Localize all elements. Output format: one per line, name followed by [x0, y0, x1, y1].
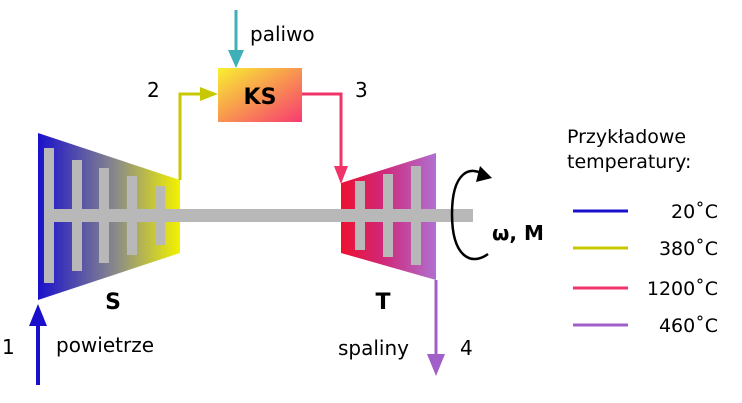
- air-inlet-arrow: [29, 304, 47, 385]
- rotation-arrow-icon: [450, 166, 492, 261]
- turbine-label: T: [375, 290, 390, 315]
- point-2-label: 2: [147, 78, 160, 102]
- legend-title-line1: Przykładowe: [567, 126, 686, 148]
- air-label: powietrze: [56, 333, 154, 357]
- shaft-output-label: ω, M: [492, 221, 544, 245]
- exhaust-arrow: [427, 280, 445, 376]
- turbine-blades: [355, 166, 421, 265]
- legend-label-1200: 1200˚C: [647, 278, 718, 300]
- compressor-blades: [44, 148, 165, 283]
- legend-title-line2: temperatury:: [567, 151, 691, 173]
- fuel-arrow: [228, 10, 244, 68]
- compressor-to-ks-line: [178, 87, 218, 180]
- point-3-label: 3: [355, 78, 368, 102]
- exhaust-label: spaliny: [338, 336, 409, 360]
- legend-label-380: 380˚C: [659, 238, 718, 260]
- compressor-label: S: [105, 290, 121, 315]
- shaft: [44, 209, 473, 222]
- legend-label-20: 20˚C: [671, 201, 718, 223]
- fuel-label: paliwo: [250, 22, 315, 46]
- legend: Przykładowe temperatury: 20˚C 380˚C 1200…: [567, 126, 718, 337]
- legend-label-460: 460˚C: [659, 315, 718, 337]
- ks-to-turbine-line: [302, 92, 348, 184]
- combustion-chamber: [218, 68, 302, 122]
- point-1-label: 1: [2, 335, 15, 359]
- combustion-chamber-label: KS: [244, 85, 277, 110]
- point-4-label: 4: [460, 336, 473, 360]
